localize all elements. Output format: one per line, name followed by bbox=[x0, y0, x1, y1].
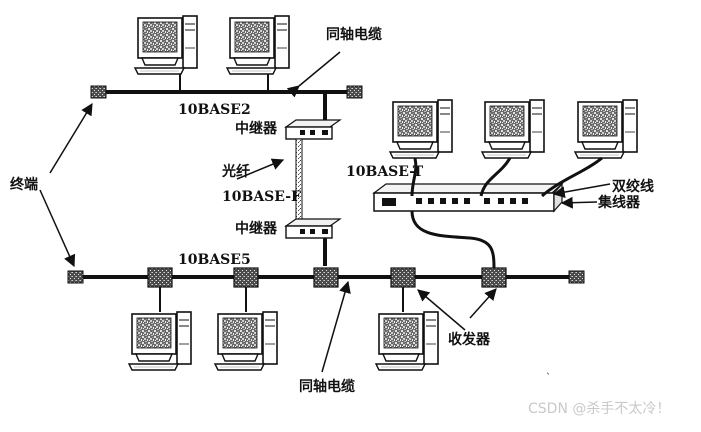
label-10base5: 10BASE5 bbox=[178, 252, 251, 268]
terminator-top-left bbox=[90, 85, 107, 99]
terminator-top-right bbox=[346, 85, 363, 99]
label-coax-top: 同轴电缆 bbox=[326, 26, 382, 43]
hub bbox=[372, 182, 564, 213]
terminator-bottom-left bbox=[67, 270, 84, 284]
transceiver-3 bbox=[313, 267, 339, 288]
computer-bottom-1 bbox=[128, 311, 192, 371]
transceiver-1 bbox=[147, 267, 173, 288]
arrow-terminator-top bbox=[49, 102, 93, 174]
label-10base-f: 10BASE-F bbox=[222, 189, 301, 205]
arrow-terminator-bottom bbox=[39, 189, 76, 268]
label-hub: 集线器 bbox=[597, 194, 641, 211]
label-fiber: 光纤 bbox=[221, 163, 250, 180]
computer-hub-2 bbox=[481, 99, 545, 159]
terminator-bottom-right bbox=[568, 270, 585, 284]
label-transceiver: 收发器 bbox=[448, 331, 491, 348]
computer-hub-3 bbox=[574, 99, 638, 159]
label-terminator: 终端 bbox=[10, 176, 38, 193]
label-repeater-bottom: 中继器 bbox=[235, 220, 278, 237]
repeater-top bbox=[284, 119, 342, 140]
transceiver-4 bbox=[390, 267, 416, 288]
transceiver-2 bbox=[233, 267, 259, 288]
repeater-bottom bbox=[284, 218, 342, 239]
computer-bottom-3 bbox=[375, 311, 439, 371]
label-repeater-top: 中继器 bbox=[235, 120, 278, 137]
label-10base-t: 10BASE-T bbox=[346, 164, 424, 180]
label-coax-bottom: 同轴电缆 bbox=[299, 378, 355, 395]
label-10base2: 10BASE2 bbox=[178, 102, 251, 118]
fiber-optic-link bbox=[295, 138, 303, 222]
computer-top-1 bbox=[134, 15, 198, 92]
label-twisted-pair: 双绞线 bbox=[612, 178, 654, 195]
watermark: CSDN @杀手不太冷！ bbox=[528, 401, 670, 417]
transceiver-5 bbox=[481, 267, 507, 288]
computer-hub-1 bbox=[389, 99, 453, 159]
computer-bottom-2 bbox=[214, 311, 278, 371]
arrow-coax-top bbox=[286, 51, 341, 98]
stray-mark: ˎ bbox=[546, 364, 551, 375]
computer-top-2 bbox=[226, 15, 290, 92]
hub-uplink-cable bbox=[410, 210, 496, 269]
